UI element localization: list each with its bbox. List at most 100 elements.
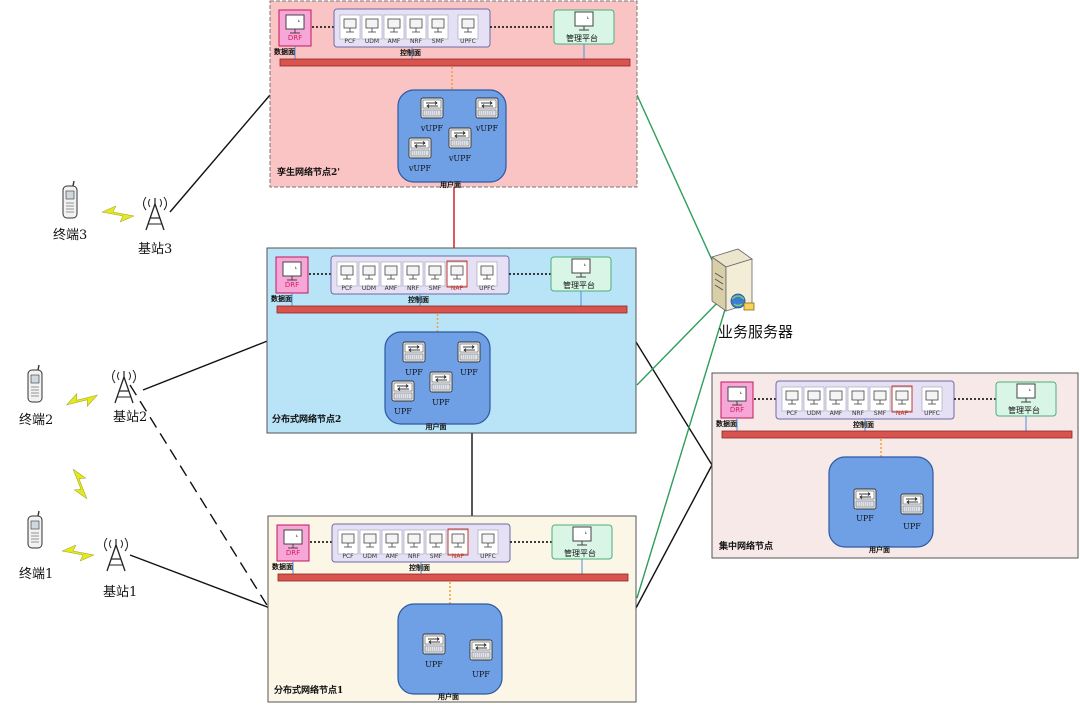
central-upf-1-icon xyxy=(900,493,924,515)
twin-upf-0-icon xyxy=(420,97,444,119)
dist2-nf-smf-label: SMF xyxy=(428,285,442,292)
dist2-nf-nap-label: NAP xyxy=(450,285,464,292)
dist2-upf-2-label: UPF xyxy=(432,398,450,407)
central-nf-nap-label: NAP xyxy=(895,410,909,417)
central-nf-amf-label: AMF xyxy=(829,410,843,417)
wireless-bolt-icon xyxy=(61,544,95,562)
dist2-upf-3-icon xyxy=(391,380,415,402)
wireless-bolt-icon xyxy=(64,465,96,503)
base-station-3-label: 基站3 xyxy=(138,242,173,257)
central-nf-pcf-icon xyxy=(781,386,803,412)
central-upf-0-icon xyxy=(853,488,877,510)
terminal-3-label: 终端3 xyxy=(53,228,88,243)
dist2-upf-0-icon xyxy=(402,341,426,363)
central-nf-udm-label: UDM xyxy=(806,410,822,417)
central-nf-nap-icon xyxy=(891,386,913,412)
central-data-plane-label: 数据面 xyxy=(716,419,737,428)
dist1-nf-pcf-icon xyxy=(337,529,359,555)
twin-upf-3-label: vUPF xyxy=(408,164,432,173)
dist2-drf-label: DRF xyxy=(284,281,300,289)
wireless-bolt-icon xyxy=(63,385,101,415)
central-node-name: 集中网络节点 xyxy=(719,542,774,552)
dist1-data-plane-label: 数据面 xyxy=(272,562,293,571)
twin-nf-smf-label: SMF xyxy=(431,38,445,45)
twin-nf-udm-label: UDM xyxy=(364,38,380,45)
server-icon xyxy=(711,248,755,312)
dist1-nf-nrf-icon xyxy=(403,529,425,555)
dist2-node-name: 分布式网络节点2 xyxy=(272,415,342,425)
dist2-nap-highlight xyxy=(446,260,468,288)
twin-nf-upfc-icon xyxy=(457,14,479,40)
central-upf-0-label: UPF xyxy=(856,514,874,523)
twin-upf-0-label: vUPF xyxy=(420,124,444,133)
central-nf-upfc-label: UPFC xyxy=(924,410,940,417)
dist2-nf-upfc-label: UPFC xyxy=(479,285,495,292)
base-station-2-icon xyxy=(111,369,137,404)
dist2-bus-bar xyxy=(276,305,628,314)
central-nf-upfc-icon xyxy=(921,386,943,412)
twin-node-name: 孪生网络节点2' xyxy=(277,168,341,178)
twin-upf-2-label: vUPF xyxy=(448,154,472,163)
twin-nf-pcf-icon xyxy=(339,14,361,40)
central-nf-smf-icon xyxy=(869,386,891,412)
dist1-nf-udm-label: UDM xyxy=(362,553,378,560)
dist1-control-plane-label: 控制面 xyxy=(409,563,430,572)
central-user-plane-label: 用户面 xyxy=(869,545,890,554)
base-station-1-label: 基站1 xyxy=(103,585,138,600)
terminal-3-icon xyxy=(62,180,78,219)
dist2-upf-1-icon xyxy=(457,341,481,363)
dist1-drf-label: DRF xyxy=(285,549,301,557)
dist1-bus-bar xyxy=(277,573,629,582)
central-upf-1-label: UPF xyxy=(903,522,921,531)
dist2-mgmt-label: 管理平台 xyxy=(563,281,595,290)
dist2-upf-0-label: UPF xyxy=(405,368,423,377)
twin-nf-pcf-label: PCF xyxy=(344,38,356,45)
dist2-nf-smf-icon xyxy=(424,261,446,287)
dist1-nap-highlight xyxy=(447,528,469,556)
dist2-nf-udm-icon xyxy=(358,261,380,287)
base-station-2-label: 基站2 xyxy=(113,410,148,425)
dist1-nf-udm-icon xyxy=(359,529,381,555)
dist2-control-plane-label: 控制面 xyxy=(408,295,429,304)
dist1-user-plane-box xyxy=(397,603,503,695)
twin-upf-3-icon xyxy=(408,137,432,159)
wireless-bolt-icon xyxy=(101,205,135,223)
dist2-nf-udm-label: UDM xyxy=(361,285,377,292)
central-user-plane-box xyxy=(828,456,934,548)
twin-data-plane-label: 数据面 xyxy=(274,47,295,56)
central-drf-label: DRF xyxy=(729,406,745,414)
dist1-user-plane-label: 用户面 xyxy=(438,692,459,701)
twin-control-plane-label: 控制面 xyxy=(400,48,421,57)
twin-upf-1-icon xyxy=(475,97,499,119)
twin-nf-amf-icon xyxy=(383,14,405,40)
twin-drf-label: DRF xyxy=(287,34,303,42)
base-station-1-icon xyxy=(103,537,129,572)
central-nf-amf-icon xyxy=(825,386,847,412)
terminal-1-icon xyxy=(27,510,43,549)
dist1-nf-nap-icon xyxy=(447,529,469,555)
central-nf-nrf-icon xyxy=(847,386,869,412)
dist2-upf-1-label: UPF xyxy=(460,368,478,377)
twin-user-plane-label: 用户面 xyxy=(440,180,461,189)
central-control-plane-label: 控制面 xyxy=(853,420,874,429)
terminal-2-label: 终端2 xyxy=(19,413,54,428)
twin-bus-bar xyxy=(279,58,631,67)
dist1-nf-smf-label: SMF xyxy=(429,553,443,560)
dist1-mgmt-label: 管理平台 xyxy=(564,549,596,558)
dist1-upf-1-icon xyxy=(469,639,493,661)
terminal-1-label: 终端1 xyxy=(19,567,54,582)
twin-nf-smf-icon xyxy=(427,14,449,40)
twin-mgmt-label: 管理平台 xyxy=(566,34,598,43)
central-nf-udm-icon xyxy=(803,386,825,412)
base-station-3-icon xyxy=(142,196,168,231)
central-nf-pcf-label: PCF xyxy=(786,410,798,417)
dist1-nf-smf-icon xyxy=(425,529,447,555)
twin-nf-nrf-label: NRF xyxy=(409,38,423,45)
dist2-nf-amf-icon xyxy=(380,261,402,287)
twin-nf-upfc-label: UPFC xyxy=(460,38,476,45)
terminal-2-icon xyxy=(27,364,43,403)
twin-nf-amf-label: AMF xyxy=(387,38,401,45)
dist1-nf-nrf-label: NRF xyxy=(407,553,421,560)
dist1-nf-amf-label: AMF xyxy=(385,553,399,560)
